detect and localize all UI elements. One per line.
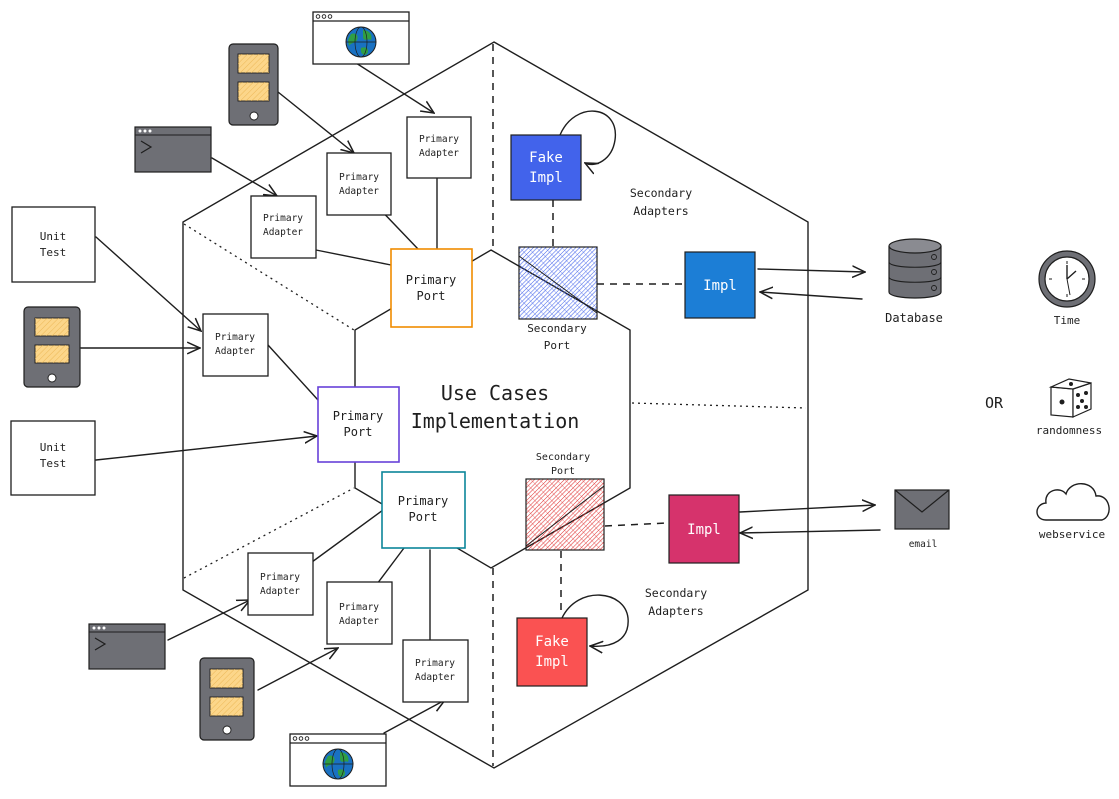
svg-text:Primary: Primary xyxy=(260,572,300,583)
cloud-icon xyxy=(1036,483,1110,521)
divider-right xyxy=(631,402,807,409)
email-label: email xyxy=(909,539,938,550)
svg-text:Adapter: Adapter xyxy=(263,227,303,238)
svg-text:Unit: Unit xyxy=(40,230,67,243)
svg-text:Fake: Fake xyxy=(535,634,569,650)
or-label: OR xyxy=(985,394,1004,412)
primary-adapter-bottom-3: Primary Adapter xyxy=(402,639,469,703)
primary-adapter-bottom-2: Primary Adapter xyxy=(326,581,393,645)
unit-test-bottom: Unit Test xyxy=(10,420,96,496)
svg-text:Primary: Primary xyxy=(215,332,255,343)
primary-adapter-bottom-1: Primary Adapter xyxy=(247,552,314,616)
svg-text:Adapter: Adapter xyxy=(260,586,300,597)
svg-text:Test: Test xyxy=(40,246,67,259)
svg-text:Primary: Primary xyxy=(333,409,384,423)
svg-text:Port: Port xyxy=(544,339,571,352)
svg-text:Primary: Primary xyxy=(398,494,449,508)
database-icon xyxy=(888,238,942,299)
unit-test-top: Unit Test xyxy=(11,206,96,283)
svg-text:Adapter: Adapter xyxy=(215,346,255,357)
use-cases-label: Use Cases Implementation xyxy=(411,381,580,433)
svg-text:Primary: Primary xyxy=(406,273,457,287)
impl-blue: Impl xyxy=(684,251,756,319)
svg-text:Secondary: Secondary xyxy=(645,586,707,600)
svg-text:Use Cases: Use Cases xyxy=(441,381,549,405)
primary-port-purple: Primary Port xyxy=(317,386,400,463)
svg-text:Adapter: Adapter xyxy=(339,186,379,197)
svg-text:Primary: Primary xyxy=(339,172,379,183)
tablet-icon xyxy=(199,657,255,741)
svg-text:Impl: Impl xyxy=(687,522,721,538)
primary-adapter-top-3: Primary Adapter xyxy=(250,195,317,259)
svg-text:Fake: Fake xyxy=(529,150,563,166)
svg-text:Secondary: Secondary xyxy=(527,322,587,335)
outer-hexagon xyxy=(182,41,809,769)
svg-text:Unit: Unit xyxy=(40,441,67,454)
svg-text:Port: Port xyxy=(417,289,446,303)
clock-icon xyxy=(1038,250,1096,308)
primary-port-teal: Primary Port xyxy=(381,471,466,549)
primary-adapter-top-1: Primary Adapter xyxy=(406,116,472,179)
svg-text:Adapters: Adapters xyxy=(633,204,688,218)
svg-text:Primary: Primary xyxy=(263,213,303,224)
tablet-icon xyxy=(23,306,81,388)
svg-text:Secondary: Secondary xyxy=(630,186,692,200)
secondary-port-red: Secondary Port xyxy=(525,452,605,551)
fake-impl-red: Fake Impl xyxy=(516,617,588,687)
primary-port-orange: Primary Port xyxy=(390,248,473,328)
dice-icon xyxy=(1048,378,1092,418)
terminal-icon xyxy=(88,623,166,670)
email-icon xyxy=(894,489,950,530)
database-label: Database xyxy=(885,311,943,325)
fake-impl-blue: Fake Impl xyxy=(510,134,582,201)
svg-text:Primary: Primary xyxy=(415,658,455,669)
primary-adapter-top-2: Primary Adapter xyxy=(326,152,392,216)
svg-text:Adapter: Adapter xyxy=(415,672,455,683)
svg-text:Secondary: Secondary xyxy=(536,452,590,463)
svg-text:Adapter: Adapter xyxy=(339,616,379,627)
svg-text:Primary: Primary xyxy=(419,134,459,145)
terminal-icon xyxy=(134,126,212,173)
browser-icon xyxy=(289,733,387,787)
svg-text:Adapters: Adapters xyxy=(648,604,703,618)
tablet-icon xyxy=(228,43,279,126)
svg-text:Port: Port xyxy=(551,466,575,477)
svg-text:Primary: Primary xyxy=(339,602,379,613)
impl-pink: Impl xyxy=(668,494,740,564)
secondary-adapters-label-top: Secondary Adapters xyxy=(630,186,692,218)
secondary-adapters-label-bottom: Secondary Adapters xyxy=(645,586,707,618)
webservice-label: webservice xyxy=(1039,528,1105,541)
svg-text:Implementation: Implementation xyxy=(411,409,580,433)
svg-text:Adapter: Adapter xyxy=(419,148,459,159)
browser-icon xyxy=(312,11,410,65)
primary-adapter-left: Primary Adapter xyxy=(202,313,269,377)
divider-lower-left xyxy=(183,487,355,579)
svg-text:Impl: Impl xyxy=(703,278,737,294)
globe-icon xyxy=(322,748,354,780)
svg-text:Impl: Impl xyxy=(529,170,563,186)
secondary-port-blue: Secondary Port xyxy=(518,246,598,352)
svg-text:Impl: Impl xyxy=(535,654,569,670)
time-label: Time xyxy=(1054,314,1081,327)
inner-hexagon xyxy=(354,249,631,569)
svg-text:Port: Port xyxy=(344,425,373,439)
globe-icon xyxy=(345,26,377,58)
svg-text:Port: Port xyxy=(409,510,438,524)
randomness-label: randomness xyxy=(1036,424,1102,437)
svg-text:Test: Test xyxy=(40,457,67,470)
